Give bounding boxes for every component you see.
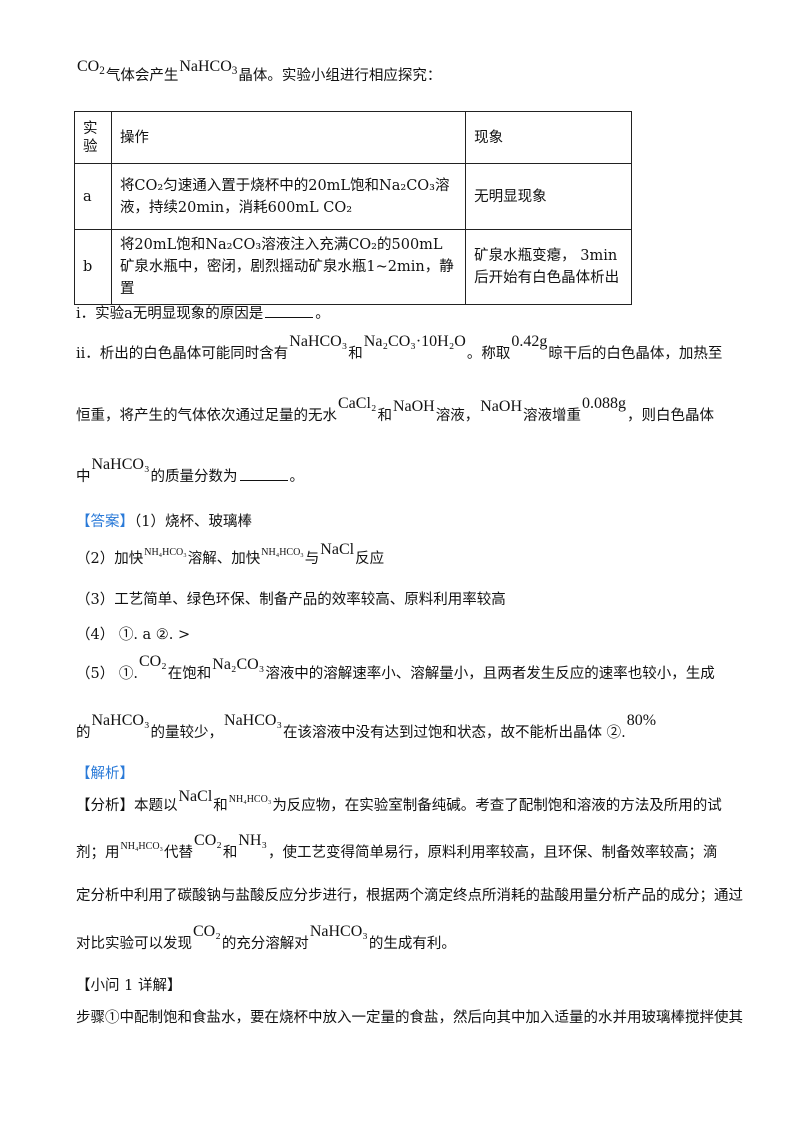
nahco3-formula: NaHCO3 [179,58,238,77]
naoh-formula: NaOH [392,398,435,415]
mass-value: 0.088g [582,395,626,412]
analysis-line-3: 定分析中利用了碳酸钠与盐酸反应分步进行，根据两个滴定终点所消耗的盐酸用量分析产品… [76,888,743,904]
nh4hco3-formula: NH₄HCO₃ [261,547,304,558]
nacl-formula: NaCl [320,541,355,558]
intro-text-2: 晶体。实验小组进行相应探究： [238,68,442,84]
header-experiment: 实验 [74,111,112,164]
answer-blank [239,468,288,481]
header-phenomenon: 现象 [465,111,632,164]
question-ii-line-1: ii．析出的白色晶体可能同时含有NaHCO₃和Na₂CO₃·10H₂O。称取0.… [76,333,723,362]
analysis-line-2: 剂；用NH₄HCO₃代替CO₂和NH₃，使工艺变得简单易行，原料利用率较高，且环… [76,832,718,861]
answer-blank [265,305,314,318]
nh4hco3-formula: NH₄HCO₃ [120,841,164,852]
answer-5-line-2: 的NaHCO₃的量较少，NaHCO₃在该溶液中没有达到过饱和状态，故不能析出晶体… [76,712,657,741]
answer-1: 【答案】（1）烧杯、玻璃棒 [76,514,252,530]
row-a-operation: 将CO₂匀速通入置于烧杯中的20mL饱和Na₂CO₃溶 液，持续20min，消耗… [110,163,467,230]
intro-line: CO2气体会产生NaHCO3晶体。实验小组进行相应探究： [76,58,442,90]
table-header-row: 实验 操作 现象 [74,111,632,164]
nh4hco3-formula: NH₄HCO₃ [228,794,272,805]
answer-4: （4） ①. a ②. > [76,627,191,643]
co2-formula: CO₂ [193,923,221,940]
co2-formula: CO₂ [138,653,167,670]
nahco3-formula: NaHCO₃ [224,712,283,729]
nahco3-formula: NaHCO₃ [91,456,150,473]
experiment-table: 实验 操作 现象 a 将CO₂匀速通入置于烧杯中的20mL饱和Na₂CO₃溶 液… [74,111,632,305]
intro-text-1: 气体会产生 [105,68,179,84]
row-b-id: b [74,229,112,305]
table-row: a 将CO₂匀速通入置于烧杯中的20mL饱和Na₂CO₃溶 液，持续20min，… [74,163,632,230]
answer-3: （3）工艺简单、绿色环保、制备产品的效率较高、原料利用率较高 [76,592,506,608]
question-ii-line-3: 中NaHCO₃的质量分数为。 [76,456,305,485]
na2co3-formula: Na₂CO₃ [212,656,265,673]
row-a-id: a [74,163,112,230]
nacl-formula: NaCl [178,788,213,805]
row-a-phenomenon: 无明显现象 [465,163,632,230]
row-b-operation: 将20mL饱和Na₂CO₃溶液注入充满CO₂的500mL 矿泉水瓶中，密闭，剧烈… [110,229,467,305]
question-i: i．实验a无明显现象的原因是。 [76,305,330,322]
mass-value: 0.42g [511,333,548,350]
co2-formula: CO₂ [194,832,222,849]
answer-2: （2）加快NH₄HCO₃溶解、加快NH₄HCO₃与NaCl反应 [76,541,385,567]
nahco3-formula: NaHCO₃ [309,923,368,940]
sub-question-1-tag: 【小问 1 详解】 [76,978,182,994]
nh3-formula: NH₃ [238,832,268,849]
analysis-line-4: 对比实验可以发现CO₂的充分溶解对NaHCO₃的生成有利。 [76,923,456,952]
question-ii-line-2: 恒重，将产生的气体依次通过足量的无水CaCl₂和NaOH溶液，NaOH溶液增重0… [76,395,714,424]
analysis-line-1: 【分析】本题以NaCl和NH₄HCO₃为反应物，在实验室制备纯碱。考查了配制饱和… [76,788,722,814]
answer-tag: 【答案】 [76,514,134,530]
co2-formula: CO2 [77,58,105,77]
percent-value: 80% [626,712,657,729]
analysis-tag: 【解析】 [76,766,134,782]
answer-5-line-1: （5） ①.CO₂在饱和Na₂CO₃溶液中的溶解速率小、溶解量小，且两者发生反应… [76,653,715,682]
table-row: b 将20mL饱和Na₂CO₃溶液注入充满CO₂的500mL 矿泉水瓶中，密闭，… [74,229,632,305]
sub-question-1-text: 步骤①中配制饱和食盐水，要在烧杯中放入一定量的食盐，然后向其中加入适量的水并用玻… [76,1010,743,1026]
row-b-phenomenon: 矿泉水瓶变瘪， 3min 后开始有白色晶体析出 [465,229,632,305]
cacl2-formula: CaCl₂ [338,395,377,412]
na2co3-formula: Na₂CO₃·10H₂O [363,333,466,350]
nahco3-formula: NaHCO₃ [91,712,150,729]
naoh-formula: NaOH [480,398,522,415]
nh4hco3-formula: NH₄HCO₃ [144,547,187,558]
header-operation: 操作 [110,111,467,164]
nahco3-formula: NaHCO₃ [289,333,348,350]
